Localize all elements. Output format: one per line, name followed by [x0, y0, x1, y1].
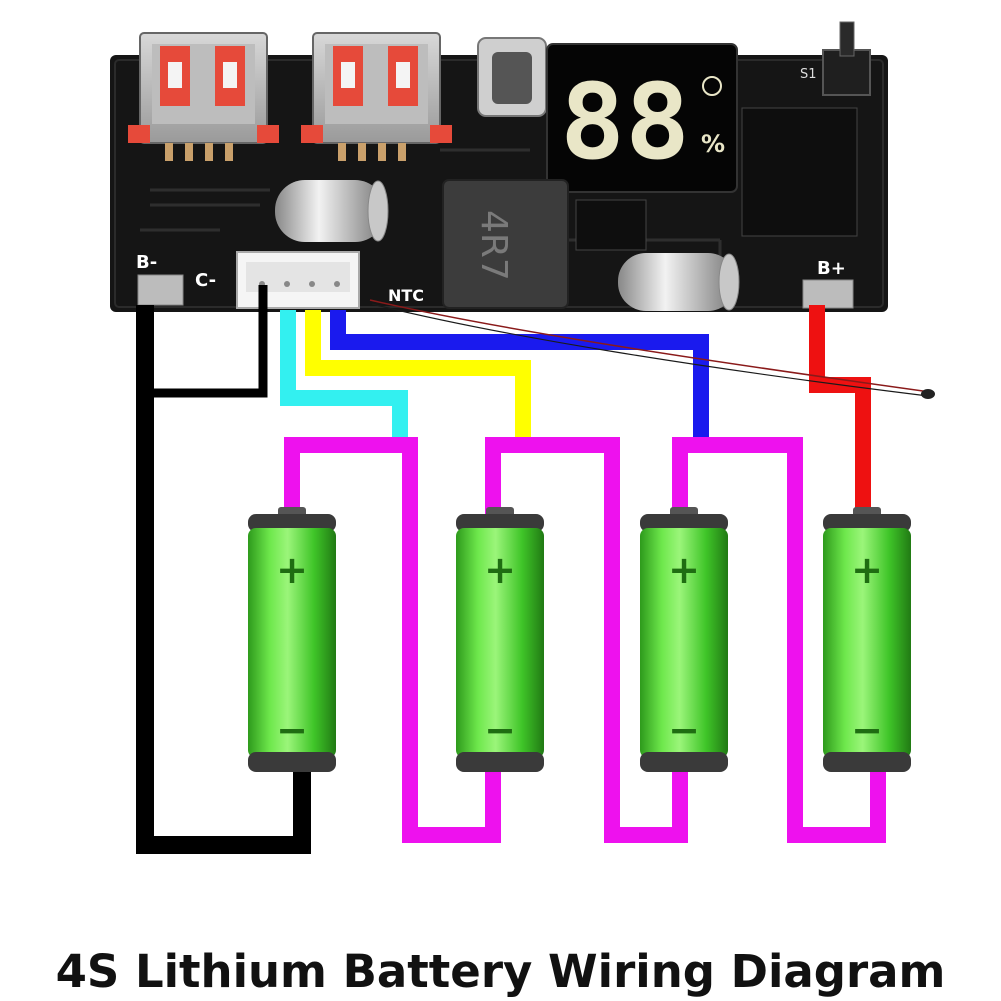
- push-switch: S1: [800, 21, 871, 96]
- battery-cell: +−: [248, 507, 336, 772]
- ic-chip: [741, 107, 858, 237]
- battery-cell: +−: [640, 507, 728, 772]
- label-b-plus: B+: [817, 258, 846, 279]
- pad-b-minus: [137, 274, 184, 306]
- display-digits: 88: [560, 61, 690, 183]
- label-b-minus: B-: [136, 252, 157, 273]
- battery-cell: +−: [456, 507, 544, 772]
- capacitor-left: [275, 180, 389, 242]
- led-display: 88 %: [546, 43, 738, 193]
- wire-cyan: [280, 310, 408, 437]
- pad-b-plus: [802, 279, 854, 309]
- battery-plus-label: +: [484, 548, 516, 592]
- wire-blue: [330, 310, 709, 437]
- charge-indicator-icon: [702, 76, 722, 96]
- battery-minus-label: −: [484, 708, 516, 752]
- label-c-minus: C-: [195, 270, 216, 291]
- inductor-label: 4R7: [473, 210, 514, 281]
- battery-plus-label: +: [668, 548, 700, 592]
- wire-yellow: [305, 310, 531, 437]
- display-percent: %: [701, 130, 725, 158]
- capacitor-right: [618, 253, 740, 311]
- battery-cell: +−: [823, 507, 911, 772]
- ntc-thermistor: [921, 389, 935, 399]
- ntc-thermistor-wire: [369, 299, 931, 393]
- wire-magenta-2: [485, 437, 688, 843]
- wire-black-b-minus: [136, 305, 311, 854]
- diagram-title: 4S Lithium Battery Wiring Diagram: [55, 945, 946, 998]
- balance-connector: [236, 251, 360, 309]
- battery-plus-label: +: [276, 548, 308, 592]
- battery-plus-label: +: [851, 548, 883, 592]
- wire-magenta-1: [284, 437, 501, 843]
- wire-magenta-3: [672, 437, 886, 843]
- ic-chip-small: [575, 199, 647, 251]
- wire-red: [809, 305, 871, 515]
- wire-black-c-minus: [145, 285, 268, 398]
- usb-port-right: [301, 32, 452, 161]
- switch-label: S1: [800, 67, 817, 82]
- battery-minus-label: −: [668, 708, 700, 752]
- usb-port-left: [128, 32, 279, 161]
- battery-minus-label: −: [276, 708, 308, 752]
- usb-c-port: [477, 37, 547, 117]
- label-ntc: NTC: [388, 286, 424, 305]
- battery-minus-label: −: [851, 708, 883, 752]
- inductor: 4R7: [442, 179, 569, 309]
